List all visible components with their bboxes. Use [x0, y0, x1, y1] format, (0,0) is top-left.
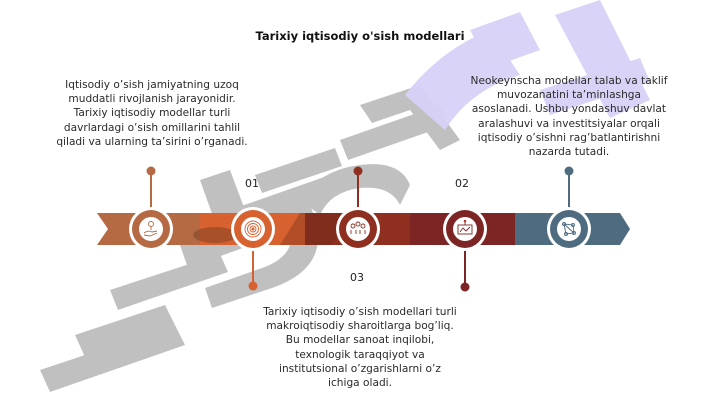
step-node-2	[231, 207, 275, 251]
connector-dot	[564, 166, 574, 176]
description-left: Iqtisodiy o’sish jamiyatning uzoq muddat…	[56, 79, 248, 148]
people-network-icon	[350, 221, 366, 234]
description-bottom: Tarixiy iqtisodiy o’sish modellari turli…	[263, 306, 457, 390]
page-title: Tarixiy iqtisodiy o'sish modellari	[255, 29, 465, 43]
connector-dot	[460, 282, 470, 292]
connector-dot	[248, 281, 258, 291]
step-number-02: 02	[455, 177, 469, 190]
step-node-1	[129, 207, 173, 251]
target-icon	[244, 220, 262, 238]
step-number-03: 03	[350, 271, 364, 284]
description-right: Neokeynscha modellar talab va taklif muv…	[470, 75, 668, 159]
step-node-4	[443, 207, 487, 251]
presentation-board-icon	[457, 219, 473, 235]
step-node-3	[336, 207, 380, 251]
step-node-5	[547, 207, 591, 251]
connector-dot	[353, 166, 363, 176]
connector-dot	[146, 166, 156, 176]
hand-growth-icon	[143, 221, 158, 237]
watermark-lavender-letters	[405, 0, 650, 130]
step-number-01: 01	[245, 177, 259, 190]
connections-icon	[562, 222, 576, 236]
bar-shadow	[193, 227, 237, 243]
